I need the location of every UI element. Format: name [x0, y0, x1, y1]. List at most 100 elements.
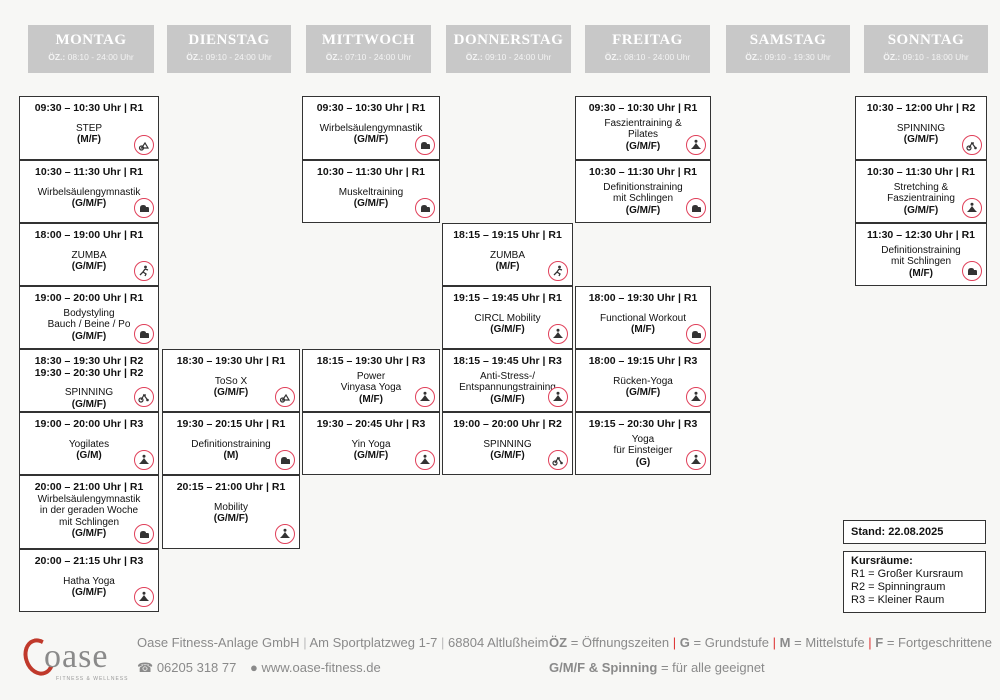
course-name: Vinyasa Yoga — [340, 382, 402, 393]
course-level: (G) — [635, 456, 651, 468]
yoga-icon — [962, 198, 982, 218]
opening-hours: ÖZ.: 08:10 - 24:00 Uhr — [48, 52, 134, 62]
yoga-icon — [686, 387, 706, 407]
company-name: Oase Fitness-Anlage GmbH — [137, 635, 300, 650]
course-time: 09:30 – 10:30 Uhr | R1 — [316, 102, 426, 114]
yoga-icon — [134, 450, 154, 470]
step-icon — [275, 387, 295, 407]
course-time: 19:30 – 20:15 Uhr | R1 — [176, 418, 286, 430]
muscle-icon — [275, 450, 295, 470]
muscle-icon — [962, 261, 982, 281]
course-level: (G/M/F) — [213, 387, 249, 398]
course-name: Wirbelsäulengymnastik — [37, 493, 141, 505]
course-name: ZUMBA — [71, 249, 107, 261]
course-name: Yogilates — [68, 438, 110, 450]
course-level: (G/M/F) — [903, 204, 939, 216]
course-name: Entspannungstraining — [459, 382, 556, 393]
course-time: 19:15 – 20:30 Uhr | R3 — [588, 418, 698, 430]
yoga-icon — [686, 450, 706, 470]
course-name: ZUMBA — [490, 249, 525, 261]
dance-icon — [548, 261, 568, 281]
course-time: 18:00 – 19:00 Uhr | R1 — [34, 229, 144, 241]
course-time: 10:30 – 11:30 Uhr | R1 — [35, 166, 143, 178]
phone-number[interactable]: 06205 318 77 — [156, 660, 237, 675]
course-name: Functional Workout — [600, 312, 686, 324]
course-cell: 18:15 – 19:15 Uhr | R1 ZUMBA(M/F) — [442, 223, 573, 286]
yoga-icon — [415, 387, 435, 407]
course-level: (M/F) — [495, 261, 520, 272]
course-level: (G/M/F) — [625, 204, 661, 216]
course-level: (G/M/F) — [71, 398, 107, 410]
course-name: Bodystyling — [63, 307, 115, 319]
day-header-samstag: SAMSTAG ÖZ.: 09:10 - 19:30 Uhr — [726, 25, 850, 73]
legend-text: = für alle geeignet — [660, 660, 765, 675]
website-link[interactable]: www.oase-fitness.de — [261, 660, 381, 675]
globe-icon: ● — [249, 660, 258, 675]
room-r2: R2 = Spinningraum — [851, 581, 946, 593]
course-time: 10:30 – 12:00 Uhr | R2 — [866, 102, 976, 114]
course-time: 20:00 – 21:15 Uhr | R3 — [34, 555, 144, 567]
course-time: 10:30 – 11:30 Uhr | R1 — [867, 166, 975, 178]
course-name: Faszientraining — [887, 193, 955, 204]
muscle-icon — [415, 198, 435, 218]
course-time: 10:30 – 11:30 Uhr | R1 — [589, 166, 697, 178]
bike-icon — [134, 387, 154, 407]
course-name: CIRCL Mobility — [474, 312, 541, 324]
course-name: Rücken-Yoga — [613, 375, 673, 387]
course-level: (G/M/F) — [71, 330, 107, 342]
legend-key: G — [679, 635, 690, 650]
muscle-icon — [686, 198, 706, 218]
street: Am Sportplatzweg 1-7 — [309, 635, 438, 650]
day-header-donnerstag: DONNERSTAG ÖZ.: 09:10 - 24:00 Uhr — [446, 25, 571, 73]
course-name: Definitionstraining — [191, 438, 271, 450]
course-time: 19:00 – 20:00 Uhr | R1 — [34, 292, 144, 304]
course-name: Hatha Yoga — [63, 575, 115, 587]
course-time: 18:15 – 19:15 Uhr | R1 — [453, 229, 562, 241]
course-cell: 18:00 – 19:30 Uhr | R1 Functional Workout… — [575, 286, 711, 349]
course-name: Faszientraining & — [604, 117, 682, 129]
company-address: Oase Fitness-Anlage GmbH | Am Sportplatz… — [137, 635, 549, 650]
day-header-sonntag: SONNTAG ÖZ.: 09:10 - 18:00 Uhr — [864, 25, 988, 73]
course-level: (G/M/F) — [71, 528, 107, 539]
course-level: (G/M/F) — [903, 134, 939, 145]
course-level: (G/M/F) — [625, 387, 661, 398]
course-level: (G/M/F) — [490, 393, 525, 405]
yoga-icon — [415, 450, 435, 470]
course-time: 19:30 – 20:45 Uhr | R3 — [316, 418, 426, 430]
day-header-dienstag: DIENSTAG ÖZ.: 09:10 - 24:00 Uhr — [167, 25, 291, 73]
muscle-icon — [134, 198, 154, 218]
course-name: SPINNING — [64, 387, 114, 398]
legend-key: F — [875, 635, 884, 650]
course-time: 19:00 – 20:00 Uhr | R3 — [34, 418, 144, 430]
course-level: (G/M/F) — [625, 140, 661, 152]
course-time: 18:15 – 19:30 Uhr | R3 — [316, 355, 426, 367]
course-time: 20:15 – 21:00 Uhr | R1 — [176, 481, 286, 493]
day-name: SONNTAG — [887, 32, 965, 48]
course-level: (G/M/F) — [490, 324, 525, 335]
course-time: 09:30 – 10:30 Uhr | R1 — [34, 102, 144, 114]
course-time: 11:30 – 12:30 Uhr | R1 — [867, 229, 975, 241]
day-name: SAMSTAG — [749, 32, 827, 48]
day-name: MITTWOCH — [321, 32, 416, 48]
course-level: (G/M/F) — [353, 450, 389, 461]
course-time: 18:00 – 19:30 Uhr | R1 — [588, 292, 698, 304]
opening-hours: ÖZ.: 09:10 - 24:00 Uhr — [465, 52, 552, 62]
course-name: Pilates — [627, 129, 658, 140]
